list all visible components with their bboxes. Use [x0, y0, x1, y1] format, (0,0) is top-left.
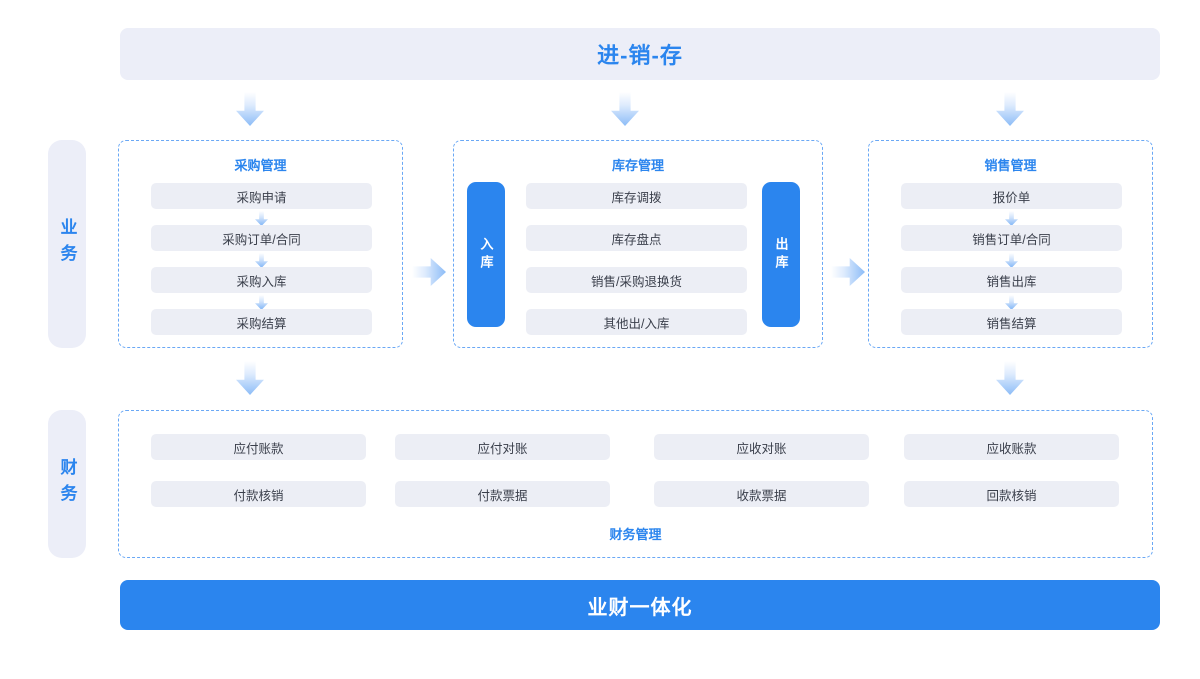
inventory-item-0[interactable]: 库存调拨 — [526, 183, 747, 209]
panel-purchase-title: 采购管理 — [234, 158, 287, 173]
rail-business-text: 业务 — [57, 218, 77, 270]
arrow-down-to-sales — [996, 92, 1024, 126]
header-banner: 进-销-存 — [120, 28, 1160, 80]
arrow-down-sales-to-finance — [996, 361, 1024, 395]
sales-item-1[interactable]: 销售订单/合同 — [901, 225, 1122, 251]
sales-item-2[interactable]: 销售出库 — [901, 267, 1122, 293]
panel-inventory-title: 库存管理 — [611, 158, 664, 173]
panel-sales-management: 销售管理 报价单 销售订单/合同 销售出库 销售结算 — [868, 140, 1153, 348]
purchase-item-0[interactable]: 采购申请 — [151, 183, 372, 209]
purchase-item-1[interactable]: 采购订单/合同 — [151, 225, 372, 251]
inventory-item-2[interactable]: 销售/采购退换货 — [526, 267, 747, 293]
finance-row1-item-0[interactable]: 应付账款 — [151, 434, 366, 460]
sales-item-0[interactable]: 报价单 — [901, 183, 1122, 209]
purchase-item-3[interactable]: 采购结算 — [151, 309, 372, 335]
finance-row1-item-1[interactable]: 应付对账 — [395, 434, 610, 460]
arrow-right-inventory-to-sales — [831, 258, 865, 286]
purchase-item-2[interactable]: 采购入库 — [151, 267, 372, 293]
header-title: 进-销-存 — [597, 43, 683, 68]
rail-label-finance: 财务 — [48, 410, 86, 558]
finance-row1-item-2[interactable]: 应收对账 — [654, 434, 869, 460]
footer-title: 业财一体化 — [587, 596, 693, 619]
arrow-right-purchase-to-inventory — [412, 258, 446, 286]
sales-arrow-0 — [1005, 211, 1018, 226]
panel-inventory-management: 库存管理 库存调拨 库存盘点 销售/采购退换货 其他出/入库 — [453, 140, 823, 348]
finance-row2-item-0[interactable]: 付款核销 — [151, 481, 366, 507]
panel-sales-title: 销售管理 — [984, 158, 1037, 173]
pill-stock-out[interactable]: 出库 — [762, 182, 800, 327]
panel-finance-management: 应付账款 应付对账 应收对账 应收账款 付款核销 付款票据 收款票据 回款核销 … — [118, 410, 1153, 558]
inventory-item-3[interactable]: 其他出/入库 — [526, 309, 747, 335]
sales-item-3[interactable]: 销售结算 — [901, 309, 1122, 335]
finance-row2-item-3[interactable]: 回款核销 — [904, 481, 1119, 507]
rail-finance-text: 财务 — [57, 458, 77, 510]
finance-row1-item-3[interactable]: 应收账款 — [904, 434, 1119, 460]
sales-arrow-1 — [1005, 253, 1018, 268]
purchase-arrow-2 — [255, 295, 268, 310]
arrow-down-to-purchase — [236, 92, 264, 126]
finance-row2-item-1[interactable]: 付款票据 — [395, 481, 610, 507]
panel-purchase-management: 采购管理 采购申请 采购订单/合同 采购入库 采购结算 — [118, 140, 403, 348]
rail-label-business: 业务 — [48, 140, 86, 348]
panel-finance-title: 财务管理 — [609, 527, 662, 542]
finance-row2-item-2[interactable]: 收款票据 — [654, 481, 869, 507]
inventory-item-1[interactable]: 库存盘点 — [526, 225, 747, 251]
arrow-down-to-inventory — [611, 92, 639, 126]
pill-stock-out-label: 出库 — [773, 236, 789, 273]
sales-arrow-2 — [1005, 295, 1018, 310]
arrow-down-purchase-to-finance — [236, 361, 264, 395]
purchase-arrow-0 — [255, 211, 268, 226]
footer-banner: 业财一体化 — [120, 580, 1160, 630]
pill-stock-in-label: 入库 — [478, 236, 494, 273]
purchase-arrow-1 — [255, 253, 268, 268]
pill-stock-in[interactable]: 入库 — [467, 182, 505, 327]
